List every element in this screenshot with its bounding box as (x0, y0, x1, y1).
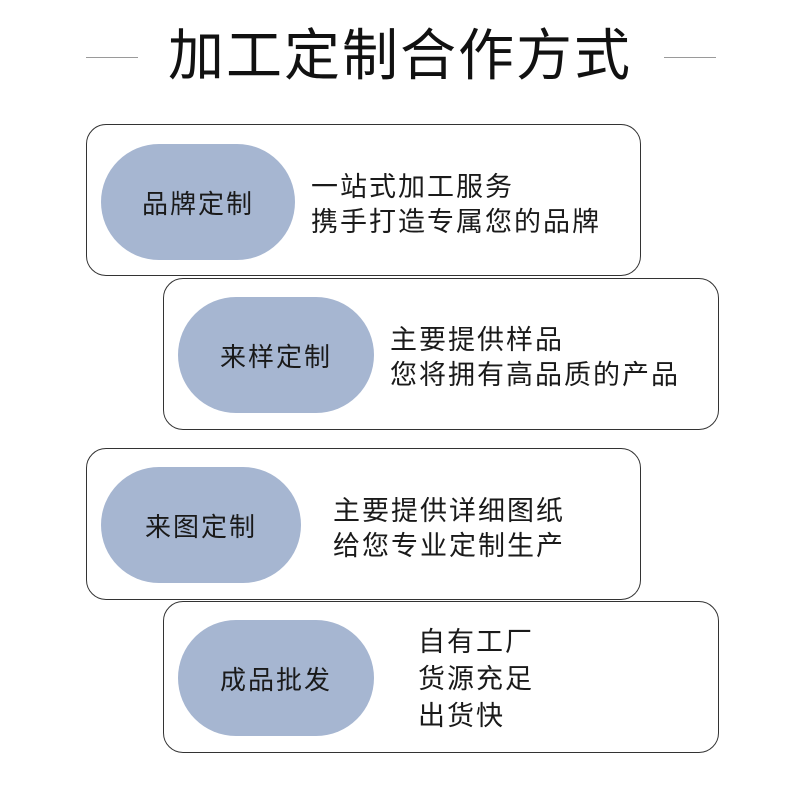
card-sample-line-1: 主要提供样品 (390, 325, 564, 356)
title-divider-right (664, 57, 716, 58)
card-drawing-description: 主要提供详细图纸 给您专业定制生产 (333, 494, 565, 564)
title-divider-left (86, 57, 138, 58)
card-drawing-customization: 来图定制 主要提供详细图纸 给您专业定制生产 (86, 448, 641, 600)
card-sample-customization: 来样定制 主要提供样品 您将拥有高品质的产品 (163, 278, 719, 430)
card-wholesale-line-1: 自有工厂 (418, 627, 534, 658)
pill-brand-customization: 品牌定制 (101, 144, 295, 260)
page-title: 加工定制合作方式 (168, 24, 632, 89)
card-drawing-line-2: 给您专业定制生产 (333, 531, 565, 562)
card-wholesale-line-3: 出货快 (418, 701, 505, 732)
card-brand-line-1: 一站式加工服务 (311, 172, 514, 203)
card-brand-description: 一站式加工服务 携手打造专属您的品牌 (311, 170, 601, 240)
card-sample-line-2: 您将拥有高品质的产品 (390, 360, 680, 391)
card-brand-line-2: 携手打造专属您的品牌 (311, 207, 601, 238)
card-wholesale-line-2: 货源充足 (418, 664, 534, 695)
card-wholesale: 成品批发 自有工厂 货源充足 出货快 (163, 601, 719, 753)
card-drawing-line-1: 主要提供详细图纸 (333, 496, 565, 527)
pill-wholesale: 成品批发 (178, 620, 374, 736)
card-sample-description: 主要提供样品 您将拥有高品质的产品 (390, 323, 680, 393)
card-wholesale-description: 自有工厂 货源充足 出货快 (418, 624, 534, 735)
pill-sample-customization: 来样定制 (178, 297, 374, 413)
card-brand-customization: 品牌定制 一站式加工服务 携手打造专属您的品牌 (86, 124, 641, 276)
title-row: 加工定制合作方式 (0, 22, 799, 92)
pill-drawing-customization: 来图定制 (101, 467, 301, 583)
